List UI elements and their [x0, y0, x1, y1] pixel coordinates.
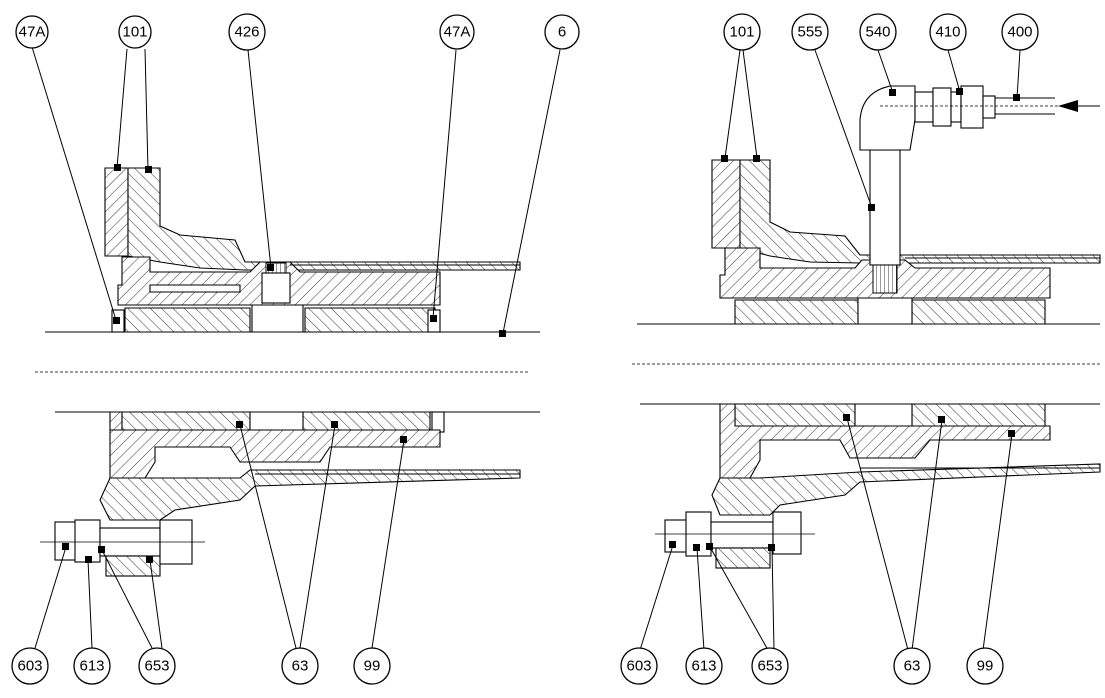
callout-603-left: 603	[11, 647, 49, 685]
svg-text:63: 63	[904, 658, 921, 675]
callout-653-right: 653	[751, 647, 789, 685]
callout-653-left: 653	[138, 647, 176, 685]
svg-text:613: 613	[79, 658, 104, 675]
callout-63-right: 63	[893, 647, 931, 685]
left-upper-section	[45, 167, 540, 333]
callout-603-right: 603	[620, 647, 658, 685]
svg-text:101: 101	[729, 24, 754, 41]
svg-text:99: 99	[364, 658, 381, 675]
callout-426: 426	[228, 13, 266, 51]
svg-text:540: 540	[865, 24, 890, 41]
callout-47a-right: 47A	[439, 14, 475, 50]
callout-540: 540	[859, 13, 897, 51]
callout-555: 555	[791, 13, 829, 51]
svg-text:555: 555	[797, 24, 822, 41]
callout-6: 6	[544, 14, 580, 50]
callout-63-left: 63	[281, 647, 319, 685]
svg-text:410: 410	[935, 24, 960, 41]
svg-text:400: 400	[1007, 24, 1032, 41]
svg-text:47A: 47A	[444, 24, 471, 41]
callouts: 47A 101 426 47A 6 603 613 653	[11, 13, 1039, 685]
right-lower-section	[640, 403, 1101, 569]
svg-text:603: 603	[626, 658, 651, 675]
svg-text:653: 653	[144, 658, 169, 675]
svg-text:603: 603	[17, 658, 42, 675]
callout-410: 410	[929, 13, 967, 51]
callout-400: 400	[1001, 13, 1039, 51]
callout-613-left: 613	[73, 647, 111, 685]
right-view	[632, 85, 1101, 569]
callout-99-left: 99	[353, 647, 391, 685]
svg-text:653: 653	[757, 658, 782, 675]
callout-613-right: 613	[685, 647, 723, 685]
callout-99-right: 99	[966, 647, 1004, 685]
svg-text:613: 613	[691, 658, 716, 675]
callout-101-right: 101	[723, 13, 761, 51]
right-upper-section	[637, 85, 1101, 325]
svg-text:63: 63	[292, 658, 309, 675]
svg-text:101: 101	[122, 24, 147, 41]
callout-47a-left: 47A	[15, 15, 49, 49]
svg-text:47A: 47A	[19, 24, 46, 41]
svg-text:99: 99	[977, 658, 994, 675]
svg-text:6: 6	[558, 24, 566, 41]
left-view	[35, 167, 540, 577]
callout-101-left: 101	[118, 15, 152, 49]
left-lower-section	[40, 411, 540, 577]
leaders	[31, 46, 1021, 651]
svg-text:426: 426	[234, 24, 259, 41]
